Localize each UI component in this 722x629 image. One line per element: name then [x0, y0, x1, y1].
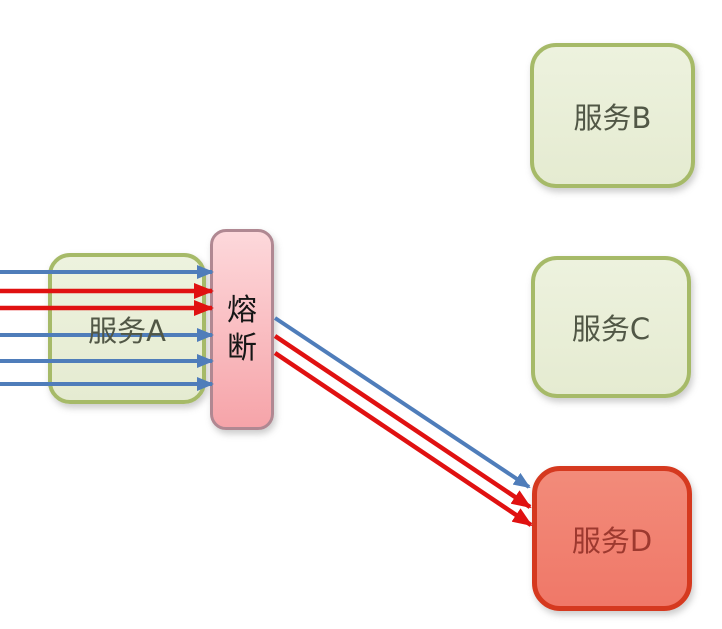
outgoing-red-flow-arrow: [273, 351, 533, 527]
node-circuit-breaker-label: 熔断: [227, 293, 257, 366]
node-service-d-label: 服务D: [571, 523, 653, 558]
node-circuit-breaker: 熔断: [210, 229, 274, 430]
node-service-a-label: 服务A: [88, 313, 166, 348]
node-service-b-label: 服务B: [573, 100, 652, 135]
node-service-a: 服务A: [48, 253, 206, 404]
node-service-b: 服务B: [530, 43, 695, 188]
outgoing-red-flow-arrow: [273, 334, 532, 509]
node-service-c-label: 服务C: [571, 312, 651, 346]
node-service-c: 服务C: [531, 256, 691, 398]
node-service-d: 服务D: [532, 466, 692, 611]
outgoing-blue-flow-arrow: [273, 316, 531, 489]
